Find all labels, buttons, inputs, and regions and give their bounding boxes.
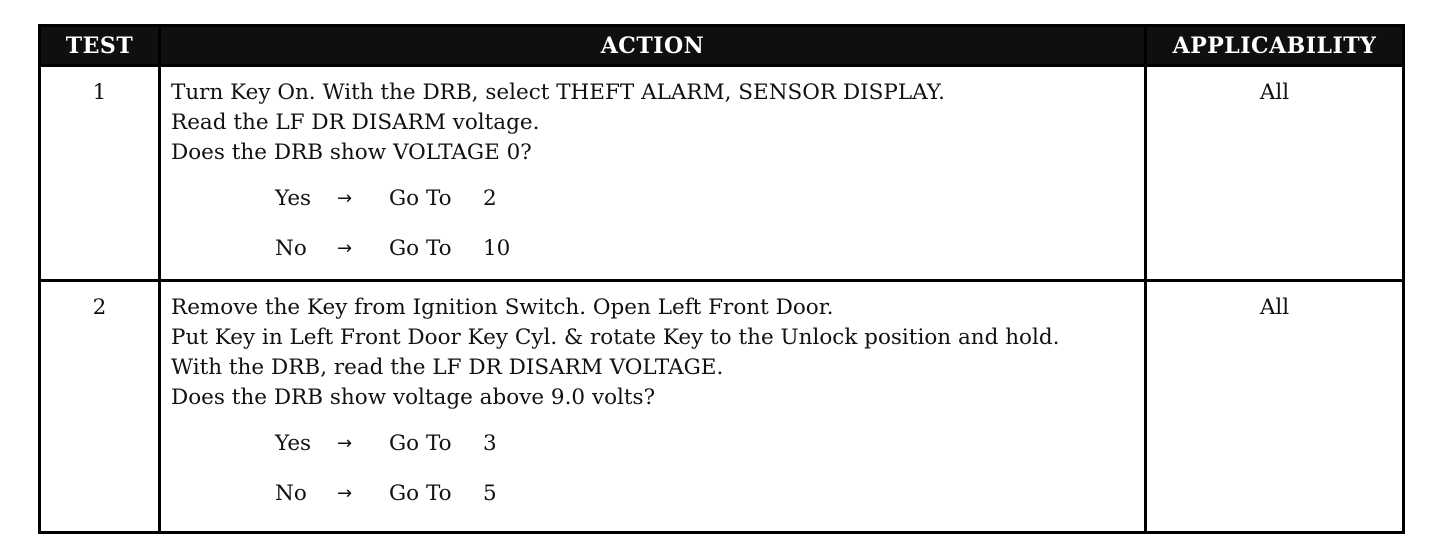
branch-target: 5	[483, 481, 497, 506]
applicability-cell: All	[1144, 279, 1405, 534]
branch-list: Yes → Go To 3 No → Go To 5	[171, 419, 1136, 519]
action-cell: Remove the Key from Ignition Switch. Ope…	[158, 279, 1147, 534]
branch-list: Yes → Go To 2 No → Go To 10	[171, 174, 1136, 274]
branch-no: No → Go To 5	[275, 469, 1136, 519]
right-arrow-icon: →	[337, 483, 353, 504]
branch-yes: Yes → Go To 2	[275, 174, 1136, 224]
branch-target: 2	[483, 186, 497, 211]
branch-answer: Yes	[275, 186, 312, 211]
instruction-line: With the DRB, read the LF DR DISARM VOLT…	[171, 355, 724, 380]
right-arrow-icon: →	[337, 188, 353, 209]
branch-answer: No	[275, 236, 307, 261]
action-cell: Turn Key On. With the DRB, select THEFT …	[158, 64, 1147, 282]
header-test: TEST	[38, 24, 161, 67]
instruction-line: Turn Key On. With the DRB, select THEFT …	[171, 80, 946, 105]
header-row: TEST ACTION APPLICABILITY	[38, 24, 1405, 67]
instruction-line: Does the DRB show voltage above 9.0 volt…	[171, 385, 656, 410]
test-number: 1	[38, 64, 161, 282]
right-arrow-icon: →	[337, 238, 353, 259]
diagnostic-test-table: TEST ACTION APPLICABILITY 1 Turn Key On.…	[38, 24, 1405, 534]
branch-answer: No	[275, 481, 307, 506]
instruction-line: Remove the Key from Ignition Switch. Ope…	[171, 295, 834, 320]
instruction-line: Put Key in Left Front Door Key Cyl. & ro…	[171, 325, 1060, 350]
branch-goto-label: Go To	[389, 431, 452, 456]
branch-goto-label: Go To	[389, 236, 452, 261]
instruction-line: Does the DRB show VOLTAGE 0?	[171, 140, 532, 165]
branch-target: 10	[483, 236, 511, 261]
header-action: ACTION	[158, 24, 1147, 67]
branch-yes: Yes → Go To 3	[275, 419, 1136, 469]
right-arrow-icon: →	[337, 433, 353, 454]
applicability-cell: All	[1144, 64, 1405, 282]
branch-answer: Yes	[275, 431, 312, 456]
branch-target: 3	[483, 431, 497, 456]
header-applicability: APPLICABILITY	[1144, 24, 1405, 67]
branch-goto-label: Go To	[389, 481, 452, 506]
test-number: 2	[38, 279, 161, 534]
table-row: 1 Turn Key On. With the DRB, select THEF…	[38, 64, 1405, 282]
branch-no: No → Go To 10	[275, 224, 1136, 274]
instruction-line: Read the LF DR DISARM voltage.	[171, 110, 540, 135]
table-row: 2 Remove the Key from Ignition Switch. O…	[38, 279, 1405, 534]
branch-goto-label: Go To	[389, 186, 452, 211]
